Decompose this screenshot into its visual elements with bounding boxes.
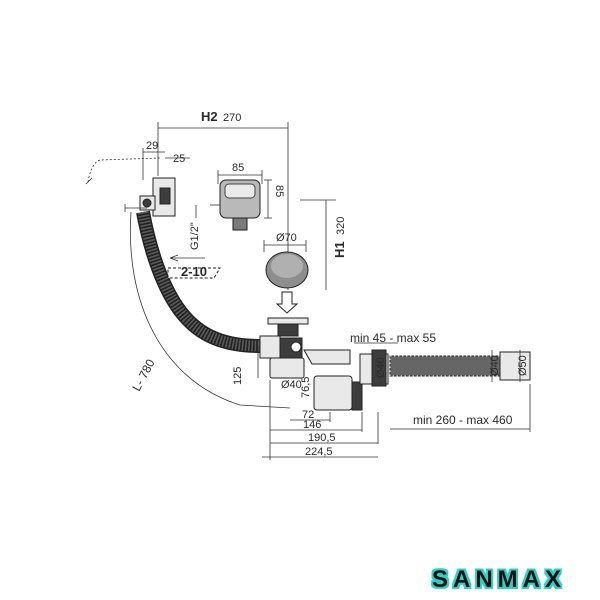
outlet-diameter-50: Ø50 bbox=[517, 355, 529, 376]
range-label: 2-10 bbox=[181, 264, 207, 279]
dim-76-5: 76,5 bbox=[300, 377, 312, 398]
cap-diameter: Ø70 bbox=[276, 232, 297, 244]
dim-72: 72 bbox=[302, 409, 314, 421]
coupling-range: min 45 - max 55 bbox=[350, 331, 436, 345]
h1-value: 320 bbox=[335, 217, 347, 235]
outlet-diameter-40: Ø40 bbox=[489, 355, 501, 376]
brand-logo: SANMAX bbox=[432, 566, 592, 596]
dim-224-5: 224,5 bbox=[305, 446, 333, 458]
h2-dimension: H2 270 bbox=[157, 109, 289, 290]
outlet-range: min 260 - max 460 bbox=[413, 413, 513, 427]
dim-85-top: 85 bbox=[232, 162, 244, 174]
length-label: L- 780 bbox=[129, 357, 157, 394]
waste-assembly: 125 Ø40 76,5 bbox=[232, 317, 389, 411]
overflow-dimensions: 29 25 bbox=[142, 140, 190, 180]
h1-dimension: H1 320 bbox=[300, 199, 347, 290]
dim-25: 25 bbox=[173, 153, 185, 165]
dim-85-side: 85 bbox=[273, 185, 285, 197]
h1-label: H1 bbox=[332, 241, 347, 258]
flexible-outlet: min 45 - max 55 Ø40 Ø40 Ø50 bbox=[350, 331, 531, 382]
drain-cap: Ø70 bbox=[263, 232, 309, 314]
h2-value: 270 bbox=[223, 112, 241, 124]
bottom-dimensions: 72 146 190,5 224,5 min 260 - max 460 bbox=[262, 380, 531, 460]
range-indicator: 2-10 bbox=[167, 254, 221, 279]
inner-diameter-b: Ø40 bbox=[375, 357, 387, 378]
dim-29: 29 bbox=[146, 140, 158, 152]
dim-125: 125 bbox=[232, 367, 244, 385]
dim-146: 146 bbox=[303, 419, 321, 431]
control-valve: 85 85 bbox=[217, 162, 285, 231]
inner-diameter-a: Ø40 bbox=[281, 379, 302, 391]
h2-label: H2 bbox=[201, 109, 218, 124]
thread-label: G1/2" bbox=[189, 222, 201, 250]
hose-length-arc bbox=[129, 211, 291, 409]
brand-name: SANMAX bbox=[432, 566, 567, 593]
flexible-overflow-hose bbox=[136, 210, 261, 353]
wall-edge bbox=[87, 157, 161, 183]
overflow-fitting bbox=[124, 177, 176, 217]
dim-190-5: 190,5 bbox=[308, 432, 336, 444]
